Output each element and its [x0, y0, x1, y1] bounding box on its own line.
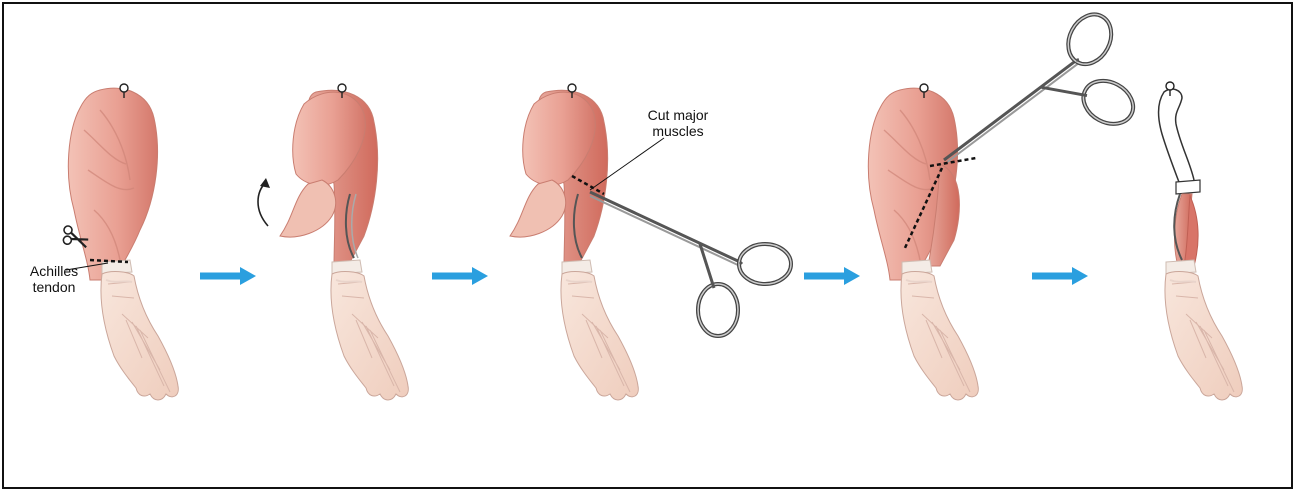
- rotate-arrow-icon: [258, 182, 268, 226]
- forceps-icon: [590, 192, 791, 336]
- cut-label-line-2: muscles: [638, 123, 718, 139]
- forceps-icon: [944, 4, 1166, 228]
- cut-major-muscles-label: Cut major muscles: [638, 107, 718, 139]
- foot-2: [331, 272, 408, 400]
- achilles-tendon-label: Achilles tendon: [22, 263, 86, 295]
- cut-label-line-1: Cut major: [638, 107, 718, 123]
- foot-3: [561, 272, 638, 400]
- foot-4: [901, 272, 978, 400]
- arrow-right-icon: [804, 267, 860, 285]
- tendon-label-line-1: Achilles: [22, 263, 86, 279]
- femur-bone: [1159, 89, 1195, 191]
- foot-5: [1165, 272, 1242, 400]
- arrow-right-icon: [200, 267, 256, 285]
- arrow-right-icon: [432, 267, 488, 285]
- foot-1: [101, 272, 178, 400]
- dissection-diagram: [4, 4, 1291, 487]
- arrow-right-icon: [1032, 267, 1088, 285]
- stage-1-intact-leg: [61, 84, 179, 400]
- stage-4-cut-upper-muscle: [868, 4, 1165, 400]
- stage-2-reflected-muscle: [258, 84, 408, 400]
- stage-5-isolated-muscles: [1159, 82, 1243, 400]
- tendon-label-line-2: tendon: [22, 279, 86, 295]
